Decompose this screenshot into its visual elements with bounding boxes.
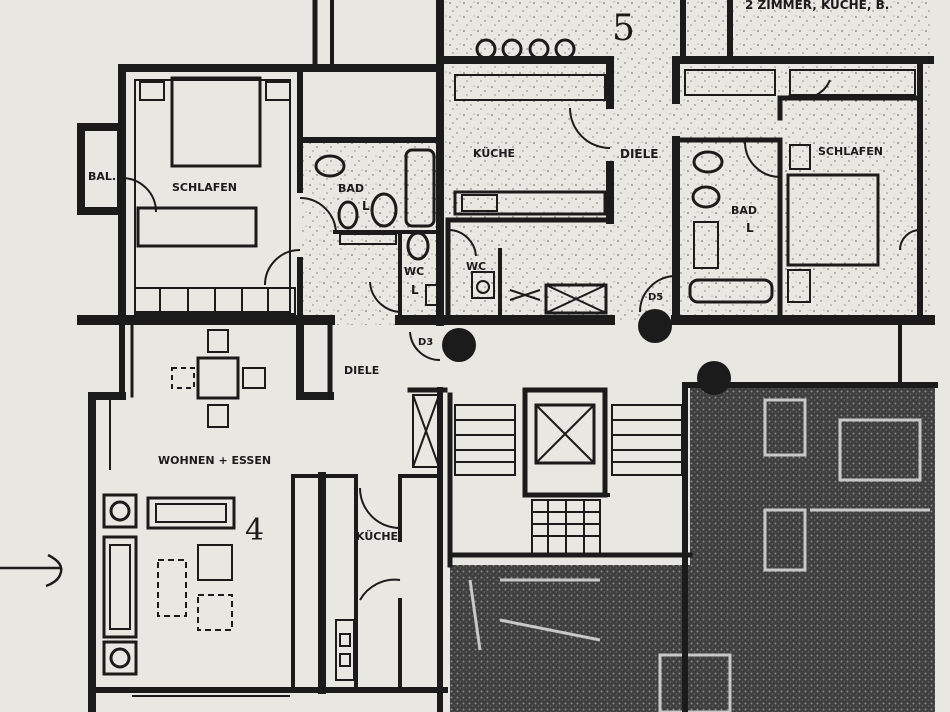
room-label-hall-upper: DIELE — [620, 147, 658, 161]
wc-left-marker: L — [411, 283, 419, 297]
room-label-wc-left: WC — [404, 265, 424, 278]
room-label-bedroom-left: SCHLAFEN — [172, 181, 237, 194]
thin-lines — [83, 69, 916, 697]
room-label-living-dining: WOHNEN + ESSEN — [158, 454, 271, 467]
shaft-label-left: D3 — [418, 337, 433, 348]
room-label-hall-lower: DIELE — [344, 364, 379, 377]
bath-left-marker: L — [362, 199, 370, 213]
unit-4-number: 4 — [245, 513, 264, 548]
header-partial-caption: 2 ZIMMER, KÜCHE, B. — [745, 0, 889, 12]
room-label-balcony: BAL. — [88, 170, 116, 183]
room-label-kitchen-lower: KÜCHE — [356, 529, 398, 543]
door-swings — [121, 79, 921, 601]
room-label-kitchen-upper: KÜCHE — [473, 146, 515, 160]
living-furniture — [102, 329, 266, 676]
room-label-wc-center: WC — [466, 260, 486, 273]
stairwell — [454, 387, 683, 556]
bath-left-fixtures — [314, 148, 438, 306]
bed-right — [786, 173, 880, 267]
bath-right-marker: L — [746, 221, 754, 235]
shaft-label-right: D5 — [648, 292, 663, 303]
bath-right-fixtures — [688, 144, 811, 304]
room-label-bath-right: BAD — [731, 204, 757, 217]
room-label-bath-left: BAD — [338, 182, 364, 195]
room-label-bedroom-right: SCHLAFEN — [818, 145, 883, 158]
arrow-right-icon — [0, 553, 63, 588]
kitchen-lower-fixtures — [335, 394, 440, 681]
unit-5-number: 5 — [612, 8, 635, 49]
bed-left — [136, 76, 291, 248]
neighbour-unit-dark — [450, 385, 935, 712]
kitchen-upper-fixtures — [453, 38, 608, 315]
shaft-circles — [442, 309, 731, 395]
